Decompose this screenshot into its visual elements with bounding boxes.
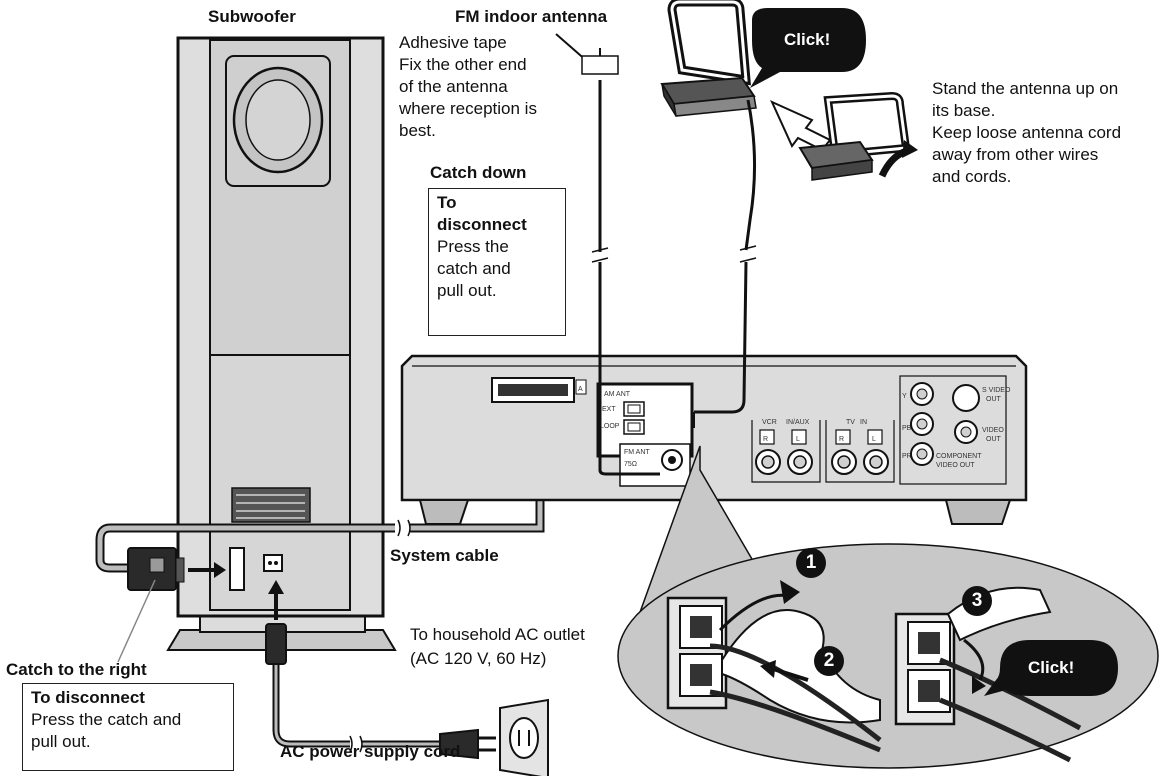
ac-cord-label: AC power supply cord xyxy=(280,742,461,761)
system-cable-label: System cable xyxy=(390,546,499,565)
am-ant-label: AM ANT xyxy=(604,391,631,398)
vcr-r-label: R xyxy=(763,436,768,443)
step-2-badge: 2 xyxy=(814,646,844,676)
fm-note-line-3: of the antenna xyxy=(399,77,508,96)
ac-outlet-line-2: (AC 120 V, 60 Hz) xyxy=(410,649,547,668)
component-video-out-label: VIDEO OUT xyxy=(936,462,975,469)
catch-down-box-title-2: disconnect xyxy=(437,215,527,234)
catch-right-box: To disconnect Press the catch and pull o… xyxy=(22,683,234,771)
pb-label: PB xyxy=(902,425,912,432)
vcr-l-label: L xyxy=(796,436,800,443)
system-cable xyxy=(95,488,545,573)
catch-down-label: Catch down xyxy=(430,163,527,182)
am-ext-label: EXT xyxy=(602,406,616,413)
catch-down-box: To disconnect Press the catch and pull o… xyxy=(428,188,566,336)
fm-note-line-1: Adhesive tape xyxy=(399,33,507,52)
adhesive-tape xyxy=(581,55,619,75)
click-bubble-bottom xyxy=(984,640,1118,696)
s-video-out-label: OUT xyxy=(986,396,1002,403)
am-loop-label: LOOP xyxy=(600,423,620,430)
system-cable-left-plug xyxy=(127,547,185,591)
catch-down-box-title-1: To xyxy=(437,193,457,212)
tv-label: TV xyxy=(846,419,855,426)
tv-l-label: L xyxy=(872,436,876,443)
catch-right-box-line-2: pull out. xyxy=(31,732,91,751)
port-a-label: A xyxy=(578,386,583,393)
am-note-line-1: Stand the antenna up on xyxy=(932,79,1119,98)
am-note-line-2: its base. xyxy=(932,101,996,120)
white-arrow xyxy=(769,100,832,152)
subwoofer-label: Subwoofer xyxy=(208,7,296,26)
catch-right-box-line-1: Press the catch and xyxy=(31,710,182,729)
component-label: COMPONENT xyxy=(936,453,982,460)
ac-cord-inlet-plug xyxy=(265,623,287,665)
fm-antenna-note: Adhesive tape Fix the other end of the a… xyxy=(399,32,537,142)
main-unit-rear-panel: A AM ANT EXT LOOP FM ANT 75Ω VCR IN/AUX … xyxy=(400,354,1028,525)
step-3-badge: 3 xyxy=(962,586,992,616)
vcr-in-aux-label: IN/AUX xyxy=(786,419,810,426)
ac-wall-plug xyxy=(439,728,479,760)
vcr-label: VCR xyxy=(762,419,777,426)
ac-wall-outlet xyxy=(499,698,549,776)
am-antenna-cord xyxy=(694,99,757,414)
am-loop-antenna xyxy=(660,0,757,117)
video-out-small-label: OUT xyxy=(986,436,1002,443)
catch-down-box-line-1: Press the xyxy=(437,237,509,256)
am-antenna-standing xyxy=(798,91,918,181)
am-note-line-4: away from other wires xyxy=(932,145,1099,164)
fm-ant-label: FM ANT xyxy=(624,449,650,456)
fm-note-line-2: Fix the other end xyxy=(399,55,527,74)
subwoofer-illustration xyxy=(166,36,397,651)
click-bubble-top xyxy=(750,8,866,88)
catch-down-box-line-2: catch and xyxy=(437,259,511,278)
fm-antenna-title: FM indoor antenna xyxy=(455,7,608,26)
ac-power-cord xyxy=(272,660,440,753)
click-top-label: Click! xyxy=(784,30,831,49)
step-1-badge: 1 xyxy=(796,548,826,578)
zoom-callout xyxy=(617,445,1159,769)
click-bottom-label: Click! xyxy=(1028,658,1075,677)
pr-label: PR xyxy=(902,453,912,460)
tv-r-label: R xyxy=(839,436,844,443)
tv-in-label: IN xyxy=(860,419,867,426)
am-note-line-5: and cords. xyxy=(932,167,1012,186)
ac-outlet-line-1: To household AC outlet xyxy=(410,625,585,644)
catch-right-box-title: To disconnect xyxy=(31,688,145,707)
am-note-line-3: Keep loose antenna cord xyxy=(932,123,1122,142)
s-video-label: S VIDEO xyxy=(982,387,1011,394)
y-label: Y xyxy=(902,393,907,400)
fm-note-line-4: where reception is xyxy=(399,99,537,118)
catch-right-label: Catch to the right xyxy=(6,660,147,679)
fm-note-line-5: best. xyxy=(399,121,436,140)
video-label: VIDEO xyxy=(982,427,1004,434)
catch-down-box-line-3: pull out. xyxy=(437,281,497,300)
fm-ohm-label: 75Ω xyxy=(624,461,637,468)
am-antenna-note: Stand the antenna up on its base. Keep l… xyxy=(932,78,1121,188)
